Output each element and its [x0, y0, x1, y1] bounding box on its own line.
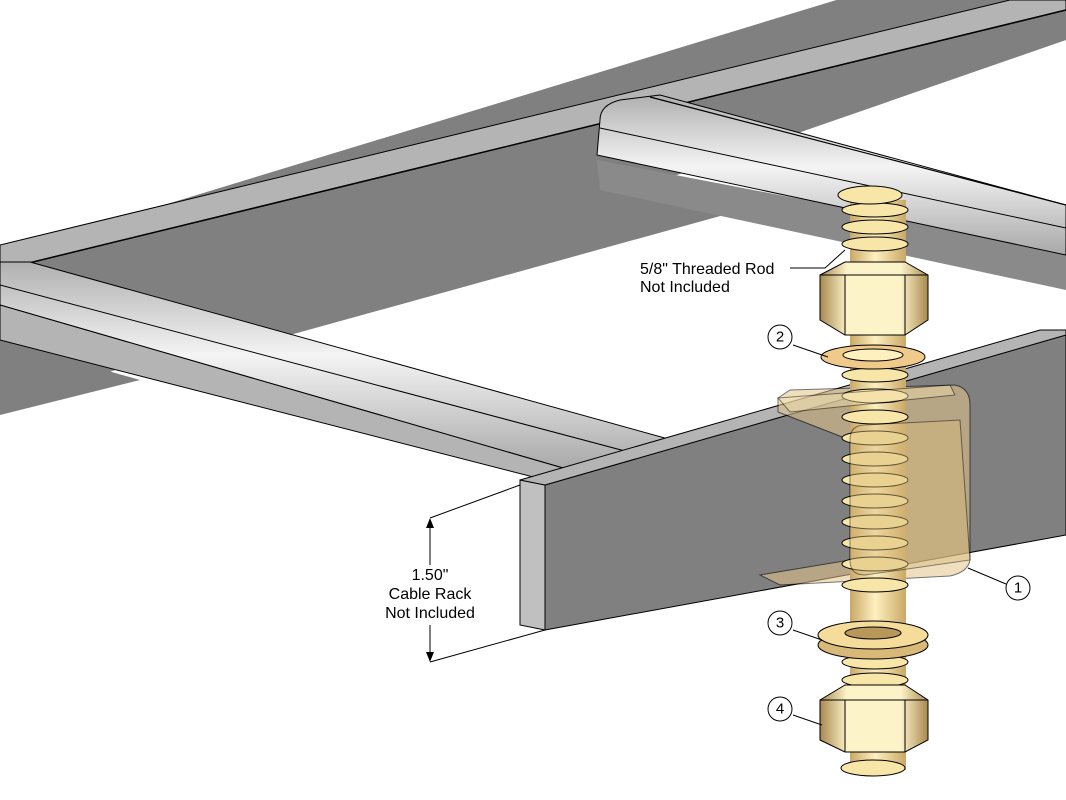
rack-floor-shadow [20, 160, 760, 335]
thread-crest [841, 535, 909, 551]
thread-crest [841, 236, 909, 252]
hex-nut-top [819, 261, 929, 336]
thread-crest [841, 219, 909, 235]
thread-crest [841, 493, 909, 509]
split-lock-washer [817, 620, 929, 660]
callout-number: 3 [776, 615, 784, 632]
threaded-rod-label: 5/8" Threaded Rod [640, 261, 774, 278]
callout-3: 3 [767, 610, 793, 636]
thread-crest [841, 451, 909, 467]
cable-rack-label: Cable Rack [389, 586, 473, 603]
callout-number: 2 [776, 329, 784, 346]
threaded-rod-note: Not Included [640, 279, 730, 296]
callout-4: 4 [767, 696, 793, 722]
callout-2: 2 [767, 324, 793, 350]
thread-crest [841, 202, 909, 218]
star-lock-washer [820, 344, 926, 370]
thread-crest [841, 556, 909, 572]
thread-crest [841, 367, 909, 383]
dimension-rack-height [426, 484, 546, 663]
thread-crest [841, 409, 909, 425]
cable-rack-note: Not Included [385, 605, 475, 622]
leader-lines [790, 249, 1007, 726]
thread-crest [841, 514, 909, 530]
hex-nut-bottom [819, 684, 929, 777]
dimension-value: 1.50" [412, 567, 449, 584]
callout-number: 1 [1014, 580, 1022, 597]
far-rung [596, 94, 1066, 290]
callout-number: 4 [776, 701, 784, 718]
callout-1: 1 [1005, 575, 1031, 601]
thread-crest [841, 430, 909, 446]
thread-crest [841, 472, 909, 488]
thread-crest [841, 388, 909, 404]
thread-crest [841, 577, 909, 593]
